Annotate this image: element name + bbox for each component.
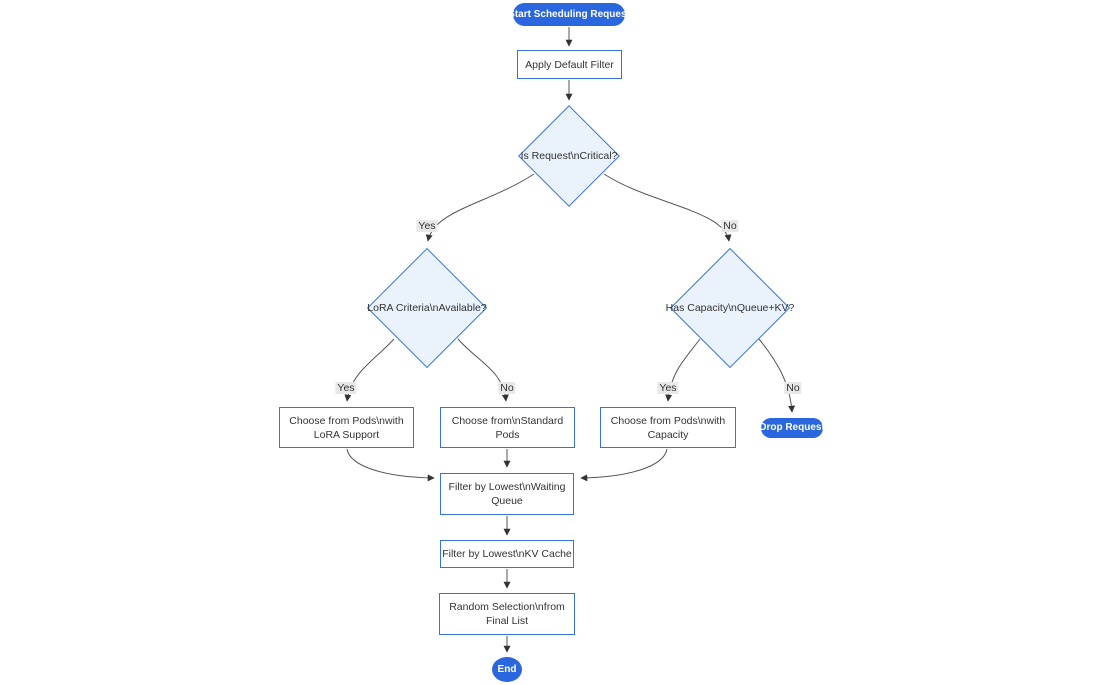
decision-label: Is Request\nCritical? bbox=[520, 150, 618, 162]
edge-label-no: No bbox=[784, 382, 802, 394]
random-selection-node: Random Selection\nfrom Final List bbox=[439, 593, 575, 635]
has-capacity-decision: Has Capacity\nQueue+KV? bbox=[666, 247, 794, 369]
is-critical-decision: Is Request\nCritical? bbox=[517, 104, 621, 208]
edge-critical-no bbox=[603, 173, 732, 242]
node-label-line: Choose from\nStandard bbox=[451, 414, 564, 427]
node-label-line: Queue bbox=[491, 495, 523, 507]
drop-request-node: Drop Request bbox=[759, 418, 825, 438]
apply-default-filter-node: Apply Default Filter bbox=[517, 50, 622, 79]
edge-capacity-no bbox=[758, 338, 796, 413]
edge-label-yes: Yes bbox=[416, 220, 438, 232]
node-label-line: Filter by Lowest\nWaiting bbox=[448, 481, 566, 493]
decision-label: LoRA Criteria\nAvailable? bbox=[367, 302, 487, 314]
edge-lorapods-to-filter bbox=[346, 448, 435, 482]
lora-criteria-decision: LoRA Criteria\nAvailable? bbox=[366, 247, 488, 369]
edge-label-no: No bbox=[498, 382, 516, 394]
start-node: Start Scheduling Request bbox=[508, 3, 630, 26]
node-label-line: Choose from Pods\nwith bbox=[610, 414, 726, 427]
choose-lora-pods-node: Choose from Pods\nwith LoRA Support bbox=[279, 407, 414, 448]
node-label-line: LoRA Support bbox=[313, 428, 380, 441]
choose-standard-pods-node: Choose from\nStandard Pods bbox=[440, 407, 575, 448]
node-label-line: Random Selection\nfrom bbox=[449, 601, 565, 613]
filter-kv-cache-node: Filter by Lowest\nKV Cache bbox=[440, 540, 574, 568]
filter-waiting-queue-node: Filter by Lowest\nWaiting Queue bbox=[440, 473, 574, 515]
edge-label-no: No bbox=[721, 220, 739, 232]
edge-label-yes: Yes bbox=[657, 382, 679, 394]
node-label-line: Capacity bbox=[647, 428, 689, 441]
node-label-line: Pods bbox=[495, 428, 520, 441]
decision-label: Has Capacity\nQueue+KV? bbox=[665, 302, 795, 314]
edge-label-yes: Yes bbox=[335, 382, 357, 394]
choose-capacity-pods-node: Choose from Pods\nwith Capacity bbox=[600, 407, 736, 448]
end-node: End bbox=[492, 657, 522, 682]
node-label-line: Final List bbox=[485, 615, 528, 627]
edge-capacitypods-to-filter bbox=[580, 448, 668, 482]
node-label-line: Choose from Pods\nwith bbox=[289, 414, 404, 427]
